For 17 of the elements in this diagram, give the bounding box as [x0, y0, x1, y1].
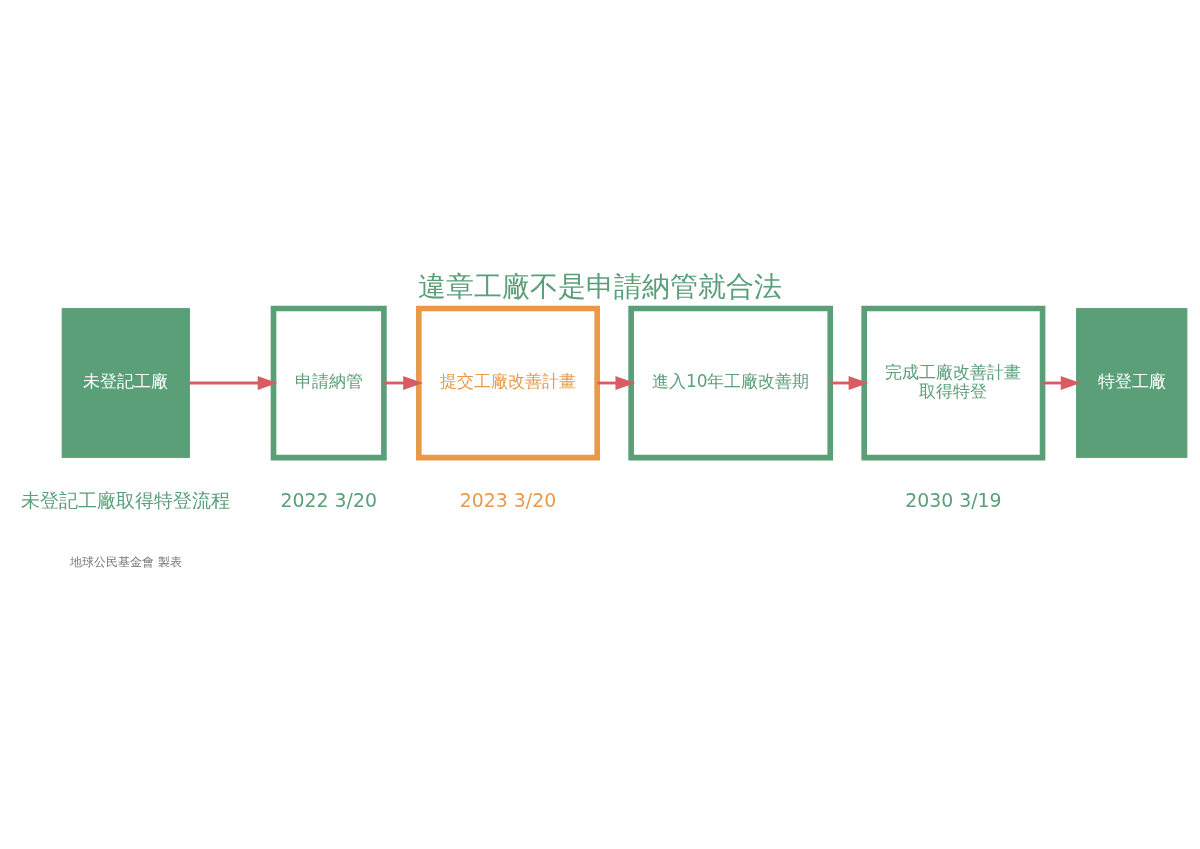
node-box: 完成工廠改善計畫 取得特登: [861, 305, 1046, 460]
node-label: 2023 3/20: [459, 488, 557, 511]
node-label: 2030 3/19: [905, 488, 1002, 511]
node-box: 未登記工廠: [61, 307, 190, 458]
arrow: [384, 375, 424, 390]
label: 地球公民基金會 製表: [69, 554, 182, 569]
arrow: [1042, 375, 1081, 390]
node-box: 進入10年工廠改善期: [628, 305, 834, 460]
diagram-title: 違章工廠不是申請納管就合法: [418, 269, 782, 303]
node-box: 提交工廠改善計畫: [416, 305, 600, 460]
arrow: [597, 375, 636, 390]
node-box: 特登工廠: [1076, 307, 1188, 458]
node-box: 申請納管: [270, 305, 387, 460]
arrow: [189, 375, 278, 390]
arrow: [830, 375, 869, 390]
node-label: 2022 3/20: [280, 488, 377, 511]
label: 未登記工廠取得特登流程: [21, 488, 231, 511]
